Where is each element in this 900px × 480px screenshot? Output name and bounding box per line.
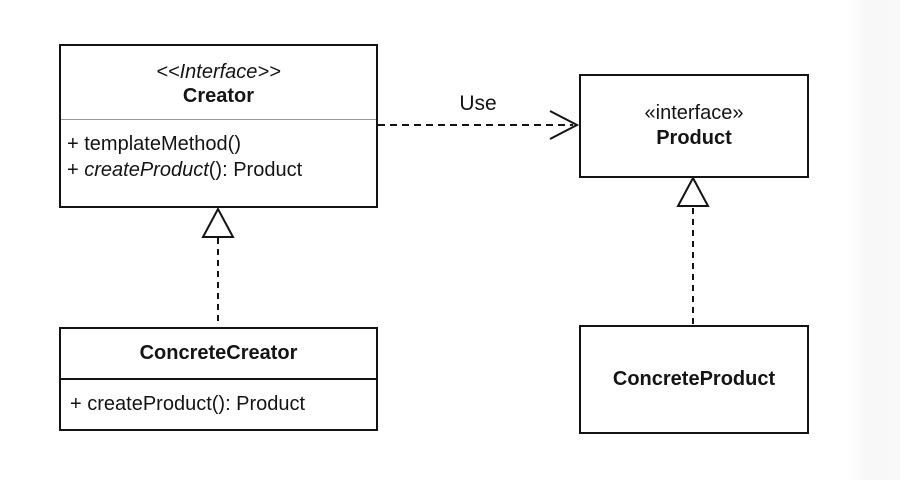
- creator-header: <<Interface>> Creator: [61, 46, 376, 120]
- concrete-creator-header: ConcreteCreator: [61, 329, 376, 380]
- product-header: «interface» Product: [581, 76, 807, 176]
- class-box-product: «interface» Product: [579, 74, 809, 178]
- right-edge-strip: [845, 0, 900, 480]
- class-box-concrete-creator: ConcreteCreator + createProduct(): Produ…: [59, 327, 378, 431]
- concrete-creator-methods: + createProduct(): Product: [61, 380, 376, 429]
- creator-method-templateMethod: + templateMethod(): [67, 133, 241, 155]
- hollow-triangle-icon: [676, 175, 710, 207]
- creator-name: Creator: [182, 85, 255, 107]
- method-signature: (): Product: [208, 159, 303, 181]
- creator-methods: + templateMethod() + createProduct(): Pr…: [61, 120, 376, 183]
- realization-arrow-product: [676, 175, 710, 324]
- class-box-concrete-product: ConcreteProduct: [579, 325, 809, 434]
- dependency-label: Use: [459, 92, 497, 115]
- method-name-abstract: createProduct: [84, 159, 209, 181]
- method-visibility: +: [67, 159, 85, 181]
- concrete-product-name: ConcreteProduct: [612, 368, 776, 390]
- class-box-creator: <<Interface>> Creator + templateMethod()…: [59, 44, 378, 208]
- open-arrowhead-icon: [549, 110, 580, 140]
- product-stereotype: «interface»: [644, 102, 744, 124]
- concrete-creator-method-createProduct: + createProduct(): Product: [70, 393, 306, 415]
- creator-method-createProduct: + createProduct(): Product: [67, 157, 372, 183]
- hollow-triangle-icon: [201, 206, 235, 238]
- concrete-creator-name: ConcreteCreator: [139, 342, 298, 364]
- creator-stereotype: <<Interface>>: [156, 61, 281, 83]
- realization-arrow-creator: [201, 206, 235, 326]
- product-name: Product: [656, 127, 732, 149]
- concrete-product-header: ConcreteProduct: [581, 327, 807, 432]
